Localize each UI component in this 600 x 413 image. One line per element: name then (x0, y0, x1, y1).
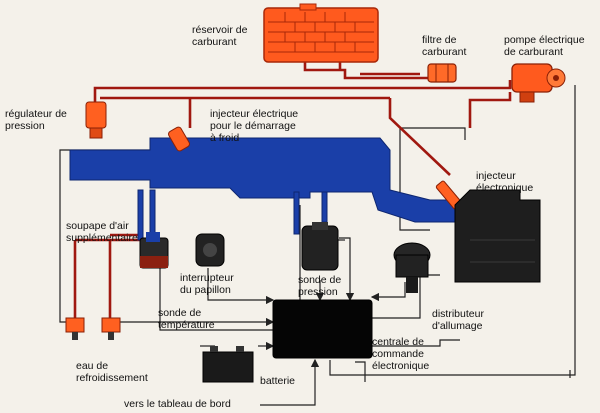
fuel-filter-label: filtre de carburant (422, 34, 467, 58)
fuel-pump (511, 63, 566, 103)
throttle-switch (195, 233, 225, 267)
fuel-pump-label: pompe électrique de carburant (504, 34, 585, 58)
aux-air-valve-label: soupape d'air supplémentaire (66, 220, 138, 244)
temperature-sensor-label: sonde de température (158, 307, 215, 331)
electronic-injector-label: injecteur électronique (476, 170, 534, 194)
fuel-tank (263, 3, 379, 63)
coolant-water-label: eau de refroidissement (76, 360, 148, 384)
ecu-box (272, 299, 373, 359)
intake-air-duct (69, 137, 471, 241)
fuel-filter (427, 63, 457, 83)
fuel-tank-label: réservoir de carburant (192, 24, 248, 48)
cold-start-injector (168, 126, 190, 152)
pressure-sensor (301, 222, 339, 271)
pressure-regulator (85, 101, 107, 139)
fuel-lines (73, 60, 512, 330)
temperature-sensor-left (65, 317, 85, 340)
aux-air-valve (139, 232, 169, 269)
ignition-distributor-label: distributeur d'allumage (432, 308, 484, 332)
pressure-sensor-label: sonde de pression (298, 274, 342, 298)
ecu-label: centrale de commande électronique (372, 336, 430, 372)
battery-label: batterie (260, 375, 296, 387)
dashboard-label: vers le tableau de bord (124, 398, 231, 410)
engine-block (454, 189, 541, 283)
cold-start-injector-label: injecteur électrique pour le démarrage à… (210, 108, 299, 144)
throttle-switch-label: interrupteur du papillon (180, 272, 234, 296)
temperature-sensor-right (101, 317, 121, 340)
pressure-regulator-label: régulateur de pression (5, 108, 67, 132)
ignition-distributor (393, 242, 431, 293)
battery (202, 346, 254, 383)
